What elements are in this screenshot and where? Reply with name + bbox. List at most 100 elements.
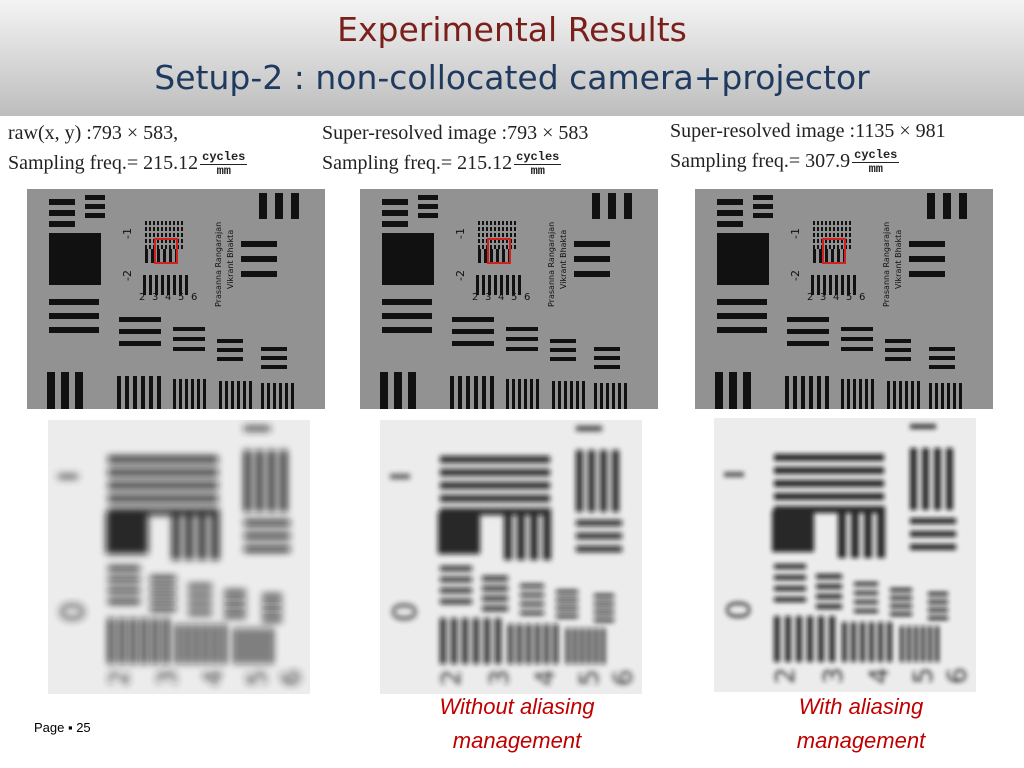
bar-group-h-mid xyxy=(119,341,161,346)
fine-bars-low xyxy=(488,275,491,295)
fine-bars xyxy=(177,221,179,225)
bar-group-h-mid2 xyxy=(173,327,205,331)
author-text-2: Vikrant Bhakta xyxy=(559,230,568,289)
bar-group-v-bottom2 xyxy=(482,376,486,409)
fine-bars-low xyxy=(853,275,856,295)
bar-group-v-bottom5 xyxy=(273,383,276,409)
slide-header: Experimental Results Setup-2 : non-collo… xyxy=(0,0,1024,116)
fine-bars xyxy=(153,227,155,231)
top-horizontal-bars xyxy=(440,469,550,476)
fine-bars xyxy=(833,239,835,243)
element-number: 5 xyxy=(178,292,184,303)
bar-group-h-mid3 xyxy=(550,348,576,352)
lower-mid2-bars xyxy=(188,584,212,588)
fine-bars-low xyxy=(512,275,515,295)
bar-group-h-mid4 xyxy=(594,347,620,351)
lower-mid2-bars xyxy=(520,584,544,588)
bar-group-h1 xyxy=(49,221,75,227)
fine-bars xyxy=(514,245,516,249)
top-horizontal-bars xyxy=(440,456,550,463)
bar-group-h-mid xyxy=(452,317,494,322)
fine-bars xyxy=(161,233,163,237)
fine-bars xyxy=(510,233,512,237)
bar-group-v-bottom3 xyxy=(530,379,533,409)
right-horizontal-bars xyxy=(576,533,622,539)
fine-bars xyxy=(498,221,500,225)
top-horizontal-bars xyxy=(774,454,884,461)
lower-right2-bars xyxy=(928,592,948,596)
group-label-minus1: -1 xyxy=(121,228,134,239)
right-horizontal-bars xyxy=(244,520,290,526)
fine-bars xyxy=(149,239,151,243)
bar-group-h-left xyxy=(49,313,99,319)
bar-group-h-right xyxy=(909,241,945,247)
middle-vertical-bars xyxy=(172,508,180,560)
bar-group-h-mid4 xyxy=(929,365,955,369)
right-vertical-bars xyxy=(576,450,583,512)
blur-number: 6 xyxy=(277,669,307,686)
bottom-vertical-bars-1 xyxy=(785,616,791,662)
fine-bars xyxy=(502,227,504,231)
bottom-vertical-bars-3 xyxy=(248,628,252,664)
top-horizontal-bars xyxy=(774,506,884,513)
bar-group-h-mid2 xyxy=(506,337,538,341)
bottom-vertical-bars-2 xyxy=(508,624,513,664)
fine-bars xyxy=(482,227,484,231)
bar-group-v-bottom4 xyxy=(576,381,579,409)
caption-sr-high: Super-resolved image :1135 × 981 Samplin… xyxy=(670,116,946,176)
right-horizontal-bars xyxy=(910,531,956,537)
fine-bars xyxy=(490,239,492,243)
bar-group-h-mid xyxy=(787,317,829,322)
bar-group-h-mid4 xyxy=(261,347,287,351)
bottom-vertical-bars-3 xyxy=(935,626,939,662)
fine-bars xyxy=(841,221,843,225)
bar-group-h-mid4 xyxy=(261,356,287,360)
lower-left-bars xyxy=(108,599,140,604)
bar-group-h-mid4 xyxy=(929,347,955,351)
bottom-vertical-bars-1 xyxy=(451,618,457,664)
bar-group-h-left xyxy=(717,299,767,305)
lower-right2-bars xyxy=(262,610,282,614)
bottom-vertical-bars-2 xyxy=(887,622,892,662)
bar-group-v-bottom2 xyxy=(458,376,462,409)
fine-bars-low xyxy=(823,275,826,295)
bar-group-v-bottom3 xyxy=(536,379,539,409)
blur-number: 5 xyxy=(575,669,605,686)
bar-group-h-mid2 xyxy=(841,327,873,331)
fine-bars xyxy=(157,227,159,231)
fine-bars xyxy=(177,227,179,231)
fine-bars xyxy=(181,239,183,243)
fine-bars xyxy=(181,227,183,231)
middle-vertical-bars xyxy=(838,506,846,558)
element-number: 3 xyxy=(485,292,491,303)
bar-group-v-bottom4 xyxy=(911,381,914,409)
lower-right-bars xyxy=(890,612,912,616)
bar-group-v-bottom1 xyxy=(394,372,402,409)
highlight-box xyxy=(154,238,178,264)
fine-bars xyxy=(482,221,484,225)
caption-sr-same: Super-resolved image :793 × 583 Sampling… xyxy=(322,118,588,178)
right-vertical-bars xyxy=(922,448,929,510)
bar-group-v-bottom4 xyxy=(570,381,573,409)
fine-bars xyxy=(837,233,839,237)
fine-bars xyxy=(157,245,159,249)
fine-bars xyxy=(813,227,815,231)
bar-group-h-mid3 xyxy=(885,357,911,361)
fine-bars xyxy=(181,233,183,237)
fine-bars xyxy=(494,233,496,237)
bar-group-v-bottom3 xyxy=(859,379,862,409)
fine-bars xyxy=(494,221,496,225)
bottom-vertical-bars-1 xyxy=(152,618,158,664)
page-number: Page ▪ 25 xyxy=(34,720,91,735)
bar-group-v-bottom5 xyxy=(291,383,294,409)
middle-vertical-bars xyxy=(211,508,219,560)
blur-number: 5 xyxy=(243,669,273,686)
fine-bars xyxy=(845,221,847,225)
bar-group-h-left xyxy=(49,299,99,305)
bar-group-v-bottom2 xyxy=(157,376,161,409)
bottom-vertical-bars-1 xyxy=(818,616,824,662)
